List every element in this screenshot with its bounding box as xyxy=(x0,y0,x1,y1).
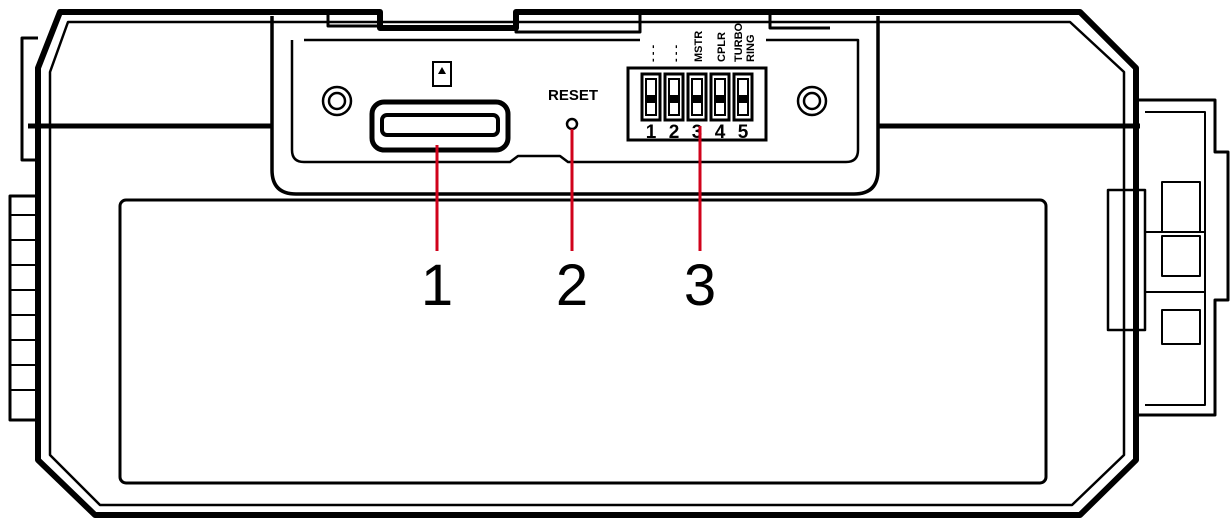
left-top-tab xyxy=(20,36,38,162)
dip-switch-label-2: - - - xyxy=(670,45,682,62)
dip-switch-2[interactable] xyxy=(663,72,685,122)
right-bracket-outline xyxy=(1136,98,1230,417)
reset-button[interactable] xyxy=(565,117,579,131)
right-bracket-block-mid xyxy=(1161,235,1201,277)
top-notch-mid xyxy=(514,12,642,34)
dip-switch-number-3: 3 xyxy=(692,122,703,143)
right-bracket-block-top xyxy=(1161,181,1201,233)
right-bracket-block-bottom xyxy=(1161,309,1201,345)
dip-switch-label-5-1: TURBO xyxy=(733,22,745,62)
sd-card-icon xyxy=(432,61,452,87)
dip-switch-number-1: 1 xyxy=(646,122,657,143)
device-housing-outline xyxy=(35,9,1139,518)
device-housing-inner-outline xyxy=(48,20,1126,507)
screw-right xyxy=(796,85,828,117)
left-connector-ribs xyxy=(10,214,38,391)
dip-switch-label-5-2: RING xyxy=(745,35,757,63)
front-panel-plate xyxy=(290,38,860,164)
dip-switch-housing xyxy=(626,66,768,142)
dip-switch-label-4: CPLR xyxy=(716,32,728,62)
callout-number-2: 2 xyxy=(556,253,588,318)
dip-switch-number-5: 5 xyxy=(738,122,749,143)
dip-switch-label-1: - - - xyxy=(647,45,659,62)
top-notch-left xyxy=(326,12,380,28)
left-connector xyxy=(8,194,38,422)
dip-switch-label-3: MSTR xyxy=(693,31,705,62)
front-panel-recess xyxy=(270,16,880,196)
dip-switch-number-2: 2 xyxy=(669,122,680,143)
dip-switch-4[interactable] xyxy=(709,72,731,122)
right-bracket-clip xyxy=(1106,188,1147,332)
dip-switch-1[interactable] xyxy=(640,72,662,122)
dip-switch-3[interactable] xyxy=(686,72,708,122)
callout-number-1: 1 xyxy=(421,253,453,318)
sd-card-slot-opening xyxy=(380,113,500,137)
sd-card-slot[interactable] xyxy=(369,99,511,153)
right-bracket-inner xyxy=(1145,111,1206,406)
top-notch-right xyxy=(768,12,830,30)
reset-label: RESET xyxy=(548,87,598,104)
dip-switch-number-4: 4 xyxy=(715,122,726,143)
screw-left xyxy=(321,85,353,117)
front-label-area xyxy=(118,198,1048,485)
callout-number-3: 3 xyxy=(684,253,716,318)
dip-switch-5[interactable] xyxy=(732,72,754,122)
